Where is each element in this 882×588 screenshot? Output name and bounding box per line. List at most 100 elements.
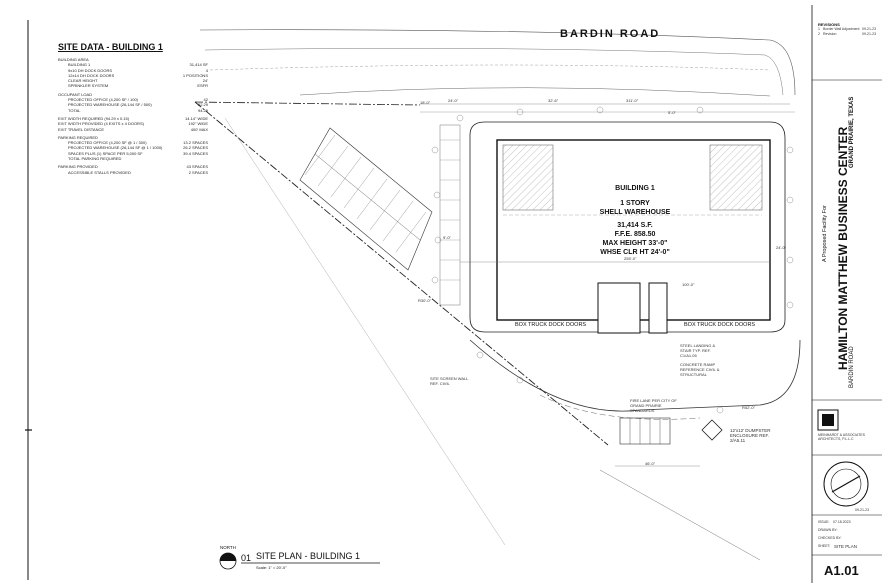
site-data-value: 94.29 xyxy=(197,107,208,113)
issue-label: ISSUE: xyxy=(818,520,830,524)
site-data-label: SPACES PLUS (1) SPACE PER 5,000 SF xyxy=(68,150,143,156)
site-data-row: PARKING REQUIRED xyxy=(58,135,208,140)
site-data-label: PARKING PROVIDED xyxy=(58,164,98,170)
site-data-label: BUILDING 1 xyxy=(68,62,91,68)
site-data-row: EXIT TRAVEL DISTANCE 400' MAX xyxy=(58,127,208,132)
dumpster-enclosure xyxy=(701,419,723,441)
left-parking xyxy=(439,124,461,306)
note-screen-wall: SITE SCREEN WALL REF. CIVIL xyxy=(430,376,469,386)
revision-num: 2 xyxy=(818,32,820,36)
building-type: SHELL WAREHOUSE xyxy=(599,209,671,216)
site-data-value: 400' MAX xyxy=(190,126,208,132)
building-area: 31,414 S.F. xyxy=(617,222,653,229)
site-data-row: PROJECTED WAREHOUSE (26,144 SF @ 1 / 100… xyxy=(58,145,208,150)
site-data-label: TOTAL PARKING REQUIRED xyxy=(68,156,122,162)
dim-top-a: 24'-0" xyxy=(448,98,459,103)
site-data-value: ESFR xyxy=(197,83,208,89)
revision-num: 1 xyxy=(818,27,820,31)
building-clear-height: WHSE CLR HT 24'-0" xyxy=(600,249,670,256)
drive-aisle-outline xyxy=(469,121,786,333)
dim-radius-a: R52'-0" xyxy=(742,405,756,410)
building-story: 1 STORY xyxy=(620,200,650,207)
revision-date: 09-21-23 xyxy=(862,27,877,31)
truck-court-edge xyxy=(469,339,801,412)
site-data-value: 24' xyxy=(202,78,208,84)
site-data-row: EXIT WIDTH REQUIRED (94.29 x 0.15)14.14"… xyxy=(58,116,208,121)
north-arrow xyxy=(219,552,237,570)
site-data-label: EXIT WIDTH REQUIRED (94.29 x 0.15) xyxy=(58,115,130,121)
dock-recess-right xyxy=(648,282,668,334)
office-area-left xyxy=(502,144,554,211)
note-fire-lane: FIRE LANE PER CITY OF GRAND PRAIRIE STAN… xyxy=(630,398,677,413)
road-edge-1 xyxy=(199,29,796,96)
site-data-value: 1 POSITIONS xyxy=(182,72,208,78)
revision-desc: Revision xyxy=(823,32,837,36)
architect-logo-inner xyxy=(822,414,834,426)
dim-mid-b: 100'-0" xyxy=(682,282,695,287)
site-data-label: PROJECTED WAREHOUSE (26,144 SF @ 1 / 100… xyxy=(68,145,163,151)
dim-top-d: 5'-0" xyxy=(668,110,676,115)
site-data-value: 31,414 SF xyxy=(189,62,208,68)
revisions-title: REVISIONS xyxy=(818,22,840,27)
site-data-row: PROJECTED OFFICE (4,200 SF / 100)42 xyxy=(58,97,208,102)
site-data-row: SPACES PLUS (1) SPACE PER 5,000 SF 39.4 S… xyxy=(58,151,208,156)
dim-right-a: 24'-0" xyxy=(776,245,787,250)
site-data-label: PROJECTED OFFICE (4,200 SF @ 1 / 300) xyxy=(68,140,147,146)
site-data-label: SPRINKLER SYSTEM xyxy=(68,83,109,89)
site-data-value: 26.2 SPACES xyxy=(183,145,208,151)
site-data-label: EXIT TRAVEL DISTANCE xyxy=(58,126,105,132)
architect-seal xyxy=(823,461,869,507)
parking-strip xyxy=(299,127,433,271)
seal-signature xyxy=(831,475,861,493)
site-data-row: TOTAL PARKING REQUIRED xyxy=(58,156,208,161)
checked-label: CHECKED BY: xyxy=(818,536,842,540)
road-label: BARDIN ROAD xyxy=(560,28,661,40)
plan-number: 01 xyxy=(241,553,252,563)
road-centerline xyxy=(209,64,771,71)
dock-label-left: BOX TRUCK DOCK DOORS xyxy=(515,322,587,328)
project-name: HAMILTON MATTHEW BUSINESS CENTER xyxy=(836,126,850,370)
architect-name: MEINHARDT & ASSOCIATES ARCHITECTS, P.L.L… xyxy=(818,433,865,441)
site-data-label: 12x14 DH DOCK DOORS xyxy=(68,72,115,78)
property-line-diagonal xyxy=(194,101,609,446)
seal-date: 09-21-23 xyxy=(855,508,870,512)
setback-line xyxy=(224,117,506,546)
bottom-parking xyxy=(619,417,671,445)
note-steel-landing: STEEL LANDING & STAIR TYP. REF. C1/A1.05 xyxy=(680,343,716,358)
building-max-height: MAX HEIGHT 33'-0" xyxy=(602,240,668,247)
site-data-row: SPRINKLER SYSTEM ESFR xyxy=(58,83,208,88)
road-edge-3 xyxy=(299,87,771,97)
site-data-value: 39.4 SPACES xyxy=(183,150,208,156)
lower-property-line xyxy=(599,469,761,561)
building-name: BUILDING 1 xyxy=(615,185,655,192)
site-data-value: 192" WIDE xyxy=(188,121,208,127)
dock-recess-left xyxy=(597,282,641,334)
plan-scale: Scale: 1" = 20'-0" xyxy=(256,565,287,570)
sheet-label: SHEET: xyxy=(818,544,831,548)
dim-top-b: 32'-6" xyxy=(548,98,559,103)
revision-desc: Border Wall Adjustment xyxy=(823,27,860,31)
dim-left-b: 9'-0" xyxy=(443,235,451,240)
site-data-label: PARKING REQUIRED xyxy=(58,134,98,140)
architect-logo xyxy=(817,409,839,431)
plan-title: SITE PLAN - BUILDING 1 xyxy=(256,551,361,561)
site-data-label: BUILDING AREA xyxy=(58,57,89,62)
site-data-value: 2 SPACES xyxy=(188,169,208,175)
site-data-row: BUILDING AREA xyxy=(58,57,208,62)
site-data-label: OCCUPANT LOAD xyxy=(58,91,93,97)
issue-date: 07.18.2023 xyxy=(833,520,851,524)
dim-top-c: 311'-0" xyxy=(626,98,639,103)
site-data-value: 42 xyxy=(203,97,208,103)
site-data-row: OCCUPANT LOAD xyxy=(58,92,208,97)
